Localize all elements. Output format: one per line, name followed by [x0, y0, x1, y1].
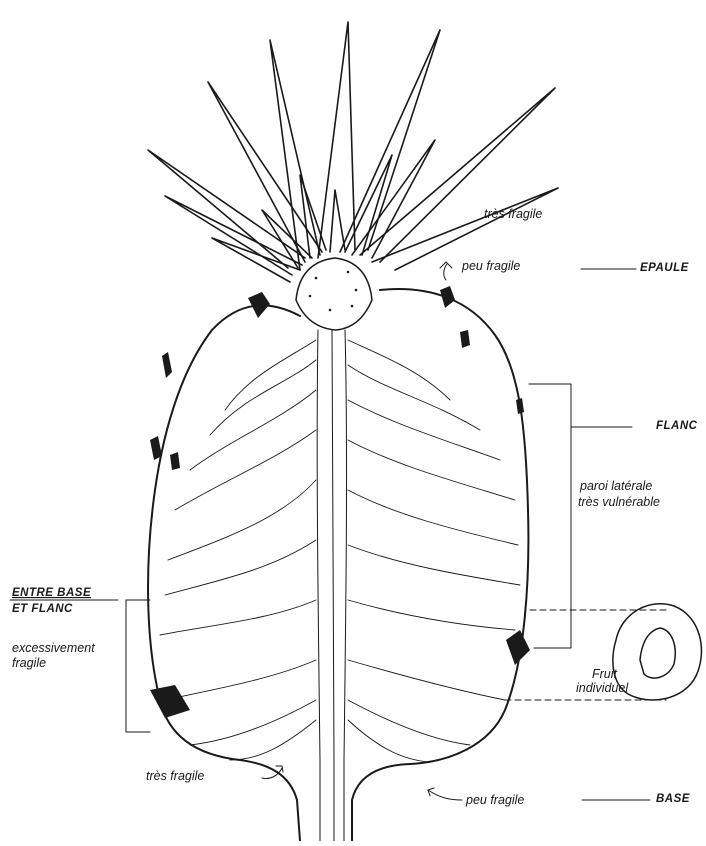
- label-entre-base-line2: ET FLANC: [12, 603, 73, 615]
- label-paroi-line1: paroi latérale: [579, 479, 652, 493]
- label-fruit-line1: Fruit: [592, 667, 618, 681]
- core: [317, 330, 346, 841]
- fruit-outline: [148, 289, 528, 841]
- crown-leaves: [148, 22, 558, 282]
- label-excessivement-line1: excessivement: [12, 641, 95, 655]
- annotation-lines: [10, 262, 666, 800]
- fibres-left: [160, 340, 316, 760]
- label-base: BASE: [656, 793, 690, 805]
- label-epaule: EPAULE: [640, 262, 689, 274]
- label-fruit-line2: individuel: [576, 681, 629, 695]
- label-peu-fragile-top: peu fragile: [461, 259, 520, 273]
- label-peu-fragile-bottom: peu fragile: [465, 793, 524, 807]
- label-excessivement-line2: fragile: [12, 656, 46, 670]
- label-tres-fragile-top: très fragile: [484, 207, 542, 221]
- label-paroi-line2: très vulnérable: [578, 495, 660, 509]
- crown-base: [296, 258, 372, 330]
- fibres-right: [348, 340, 520, 762]
- label-flanc: FLANC: [656, 420, 698, 432]
- label-tres-fragile-bottom: très fragile: [146, 769, 204, 783]
- skin-bracts: [150, 286, 530, 718]
- label-entre-base-line1: ENTRE BASE: [12, 587, 91, 599]
